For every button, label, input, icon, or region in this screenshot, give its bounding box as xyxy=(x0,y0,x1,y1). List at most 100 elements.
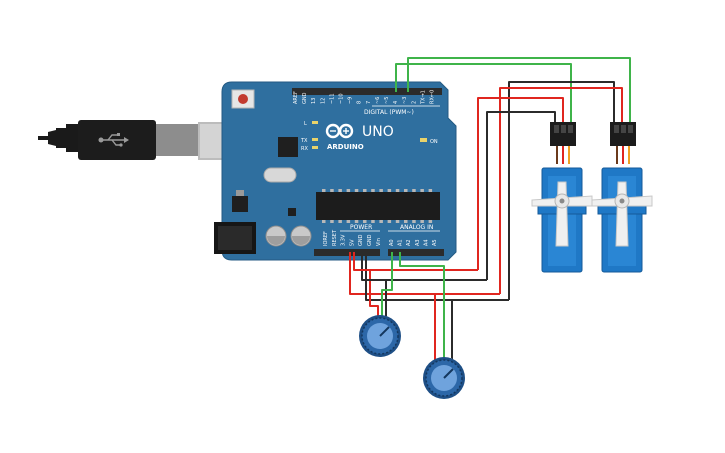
chip-pin xyxy=(354,189,359,192)
chip-pin xyxy=(428,189,433,192)
pin-label: ~5 xyxy=(384,97,390,104)
wire-gnd-servo-2 xyxy=(508,81,615,300)
capacitor xyxy=(265,225,287,247)
pin-label: A2 xyxy=(406,239,412,246)
wire-signal-servo-2 xyxy=(407,57,631,125)
pin-label: ~10 xyxy=(339,93,345,104)
chip-pin xyxy=(412,189,416,192)
reset-button[interactable] xyxy=(231,89,255,109)
potentiometer[interactable] xyxy=(359,315,401,357)
wire-pot1-5v xyxy=(354,269,379,318)
chip-pin xyxy=(371,189,375,192)
pin-label: AREF xyxy=(293,91,299,104)
chip-pin xyxy=(420,220,424,223)
servo-motor xyxy=(531,122,593,273)
chip-pin xyxy=(338,220,342,223)
board-brand: ARDUINO xyxy=(327,143,364,151)
servo-horn xyxy=(531,181,593,247)
digital-header-label: DIGITAL (PWM~) xyxy=(364,109,414,116)
wire-pot1-gnd xyxy=(362,279,387,318)
servo-horn xyxy=(591,181,653,247)
led-tx-label: TX xyxy=(300,138,308,144)
chip-pin xyxy=(395,189,400,192)
analog-header xyxy=(388,249,444,256)
chip-pin xyxy=(404,220,408,223)
chip-pin xyxy=(387,189,392,192)
microcontroller-chip xyxy=(316,189,440,223)
pin-label: A5 xyxy=(432,239,438,246)
capacitor xyxy=(290,225,312,247)
wire-pot2-signal xyxy=(399,252,445,360)
wire-gnd-bus-2 xyxy=(365,252,509,301)
pin-label: Vin xyxy=(376,238,382,246)
pin-label: GND xyxy=(302,92,308,104)
pin-label: 8 xyxy=(357,101,363,104)
wire-signal-servo-1 xyxy=(395,63,572,125)
regulator xyxy=(232,196,248,212)
chip-pin xyxy=(330,220,334,223)
chip-pin xyxy=(330,189,334,192)
led-tx xyxy=(312,138,318,141)
wire-pot1-signal xyxy=(381,252,393,318)
wire-5v-bus-2 xyxy=(349,252,500,295)
chip-pin xyxy=(363,220,367,223)
pin-label: TX→1 xyxy=(420,90,426,105)
on-label: ON xyxy=(430,139,438,145)
regulator-tab xyxy=(236,190,244,196)
crystal xyxy=(263,167,297,183)
wire-5v-servo-2 xyxy=(499,87,623,294)
pin-label: GND xyxy=(367,234,373,246)
small-chip xyxy=(288,208,296,216)
led-l xyxy=(312,121,318,124)
wires xyxy=(349,57,631,360)
servo-motor xyxy=(591,122,653,273)
chip-pin xyxy=(322,220,326,223)
pin-label: A4 xyxy=(423,239,429,246)
chip-pin xyxy=(354,220,359,223)
pin-label: A3 xyxy=(415,239,421,246)
chip-pin xyxy=(371,220,375,223)
pin-label: ~9 xyxy=(348,97,354,104)
pin-label: GND xyxy=(358,234,364,246)
power-header xyxy=(314,249,380,256)
pin-label: 5V xyxy=(349,239,355,246)
chip-pin xyxy=(379,220,383,223)
pin-label: 2 xyxy=(411,101,417,104)
pin-label: RESET xyxy=(332,229,338,246)
pin-label: ~11 xyxy=(329,93,335,104)
on-led xyxy=(420,138,427,142)
chip-pin xyxy=(412,220,416,223)
pin-label: 3.3V xyxy=(341,234,347,246)
pin-label: A1 xyxy=(398,239,404,246)
wire-5v-servo-1 xyxy=(477,97,564,270)
pin-label: RX←0 xyxy=(430,90,436,104)
chip-pin xyxy=(395,220,400,223)
chip-pin xyxy=(363,189,367,192)
chip-pin xyxy=(338,189,342,192)
potentiometer[interactable] xyxy=(423,357,465,399)
pin-label: ~3 xyxy=(402,97,408,104)
power-label: POWER xyxy=(350,224,372,231)
pin-label: IOREF xyxy=(323,231,329,246)
board-model: UNO xyxy=(362,124,394,140)
pin-label: ~6 xyxy=(375,97,381,104)
led-rx xyxy=(312,146,318,149)
pin-label: 4 xyxy=(393,101,399,104)
usb-icon xyxy=(98,133,129,147)
chip-pin xyxy=(379,189,383,192)
led-l-label: L xyxy=(304,121,307,127)
pin-label: 7 xyxy=(366,101,372,104)
usb-interface-chip xyxy=(278,137,298,157)
pin-label: 12 xyxy=(320,98,326,104)
digital-header xyxy=(292,88,442,95)
analog-label: ANALOG IN xyxy=(400,224,433,231)
chip-pin xyxy=(420,189,424,192)
chip-pin xyxy=(404,189,408,192)
chip-pin xyxy=(346,189,351,192)
pin-label: A0 xyxy=(389,239,395,246)
pin-label: 13 xyxy=(311,98,317,104)
